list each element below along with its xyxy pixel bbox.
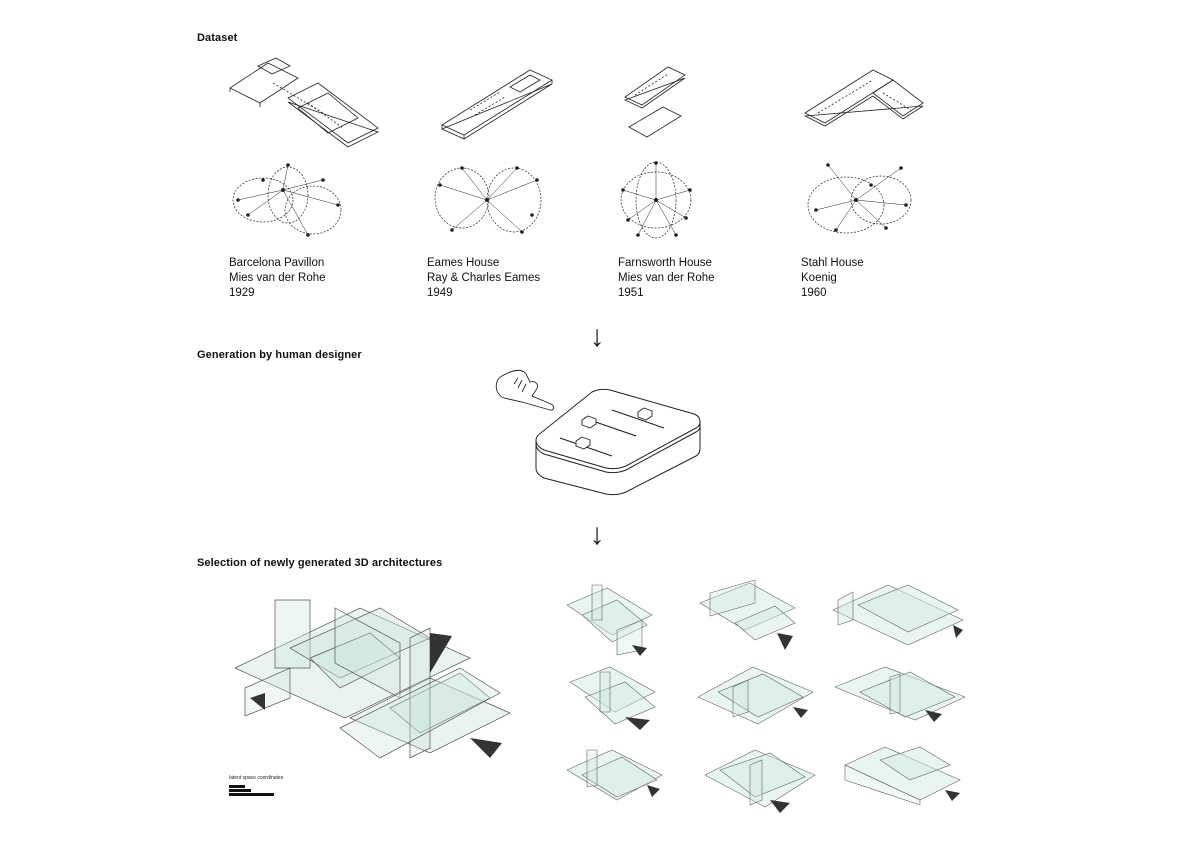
generated-architecture-3 <box>832 584 964 646</box>
building-year: 1960 <box>801 287 827 299</box>
farnsworth-house-plan <box>623 66 686 138</box>
barcelona-pavillon-graph <box>232 163 342 237</box>
generated-architecture-4 <box>569 666 656 730</box>
generated-architecture-6 <box>834 666 966 722</box>
farnsworth-house-graph <box>620 161 692 239</box>
generated-architecture-9 <box>844 746 961 806</box>
caption-eames-house: Eames House Ray & Charles Eames 1949 <box>427 256 540 301</box>
building-name: Eames House <box>427 257 500 269</box>
legend-label: latent space coordinates <box>229 775 284 781</box>
section-title-dataset: Dataset <box>197 32 238 44</box>
slider-box-icon <box>535 388 701 496</box>
barcelona-pavillon-plan <box>229 57 380 148</box>
building-architect: Koenig <box>801 272 837 284</box>
generated-architecture-1 <box>566 584 653 656</box>
eames-house-graph <box>434 166 542 234</box>
caption-barcelona-pavillon: Barcelona Pavillon Mies van der Rohe 192… <box>229 256 326 301</box>
section-title-selection: Selection of newly generated 3D architec… <box>197 557 443 569</box>
arrow-down-icon: ↓ <box>589 518 605 551</box>
generated-architecture-8 <box>704 749 816 813</box>
building-architect: Mies van der Rohe <box>618 272 715 284</box>
hand-pointer-icon <box>495 369 554 411</box>
stahl-house-plan <box>803 69 924 127</box>
building-architect: Ray & Charles Eames <box>427 272 541 284</box>
caption-stahl-house: Stahl House Koenig 1960 <box>801 256 864 301</box>
generated-architecture-7 <box>566 749 663 801</box>
generated-architecture-2 <box>699 579 796 650</box>
building-name: Stahl House <box>801 257 864 269</box>
arrow-down-icon: ↓ <box>589 320 605 353</box>
building-architect: Mies van der Rohe <box>229 272 326 284</box>
generated-architecture-large <box>234 599 511 759</box>
legend-bar <box>229 793 274 796</box>
eames-house-plan <box>440 69 553 140</box>
legend-bar <box>229 789 251 792</box>
legend-bar <box>229 785 245 788</box>
building-name: Barcelona Pavillon <box>229 257 325 269</box>
section-title-generation: Generation by human designer <box>197 349 362 361</box>
stahl-house-graph <box>807 163 912 234</box>
building-year: 1929 <box>229 287 255 299</box>
building-name: Farnsworth House <box>618 257 712 269</box>
building-year: 1949 <box>427 287 453 299</box>
building-year: 1951 <box>618 287 644 299</box>
generated-architecture-5 <box>697 666 814 725</box>
caption-farnsworth-house: Farnsworth House Mies van der Rohe 1951 <box>618 256 715 301</box>
